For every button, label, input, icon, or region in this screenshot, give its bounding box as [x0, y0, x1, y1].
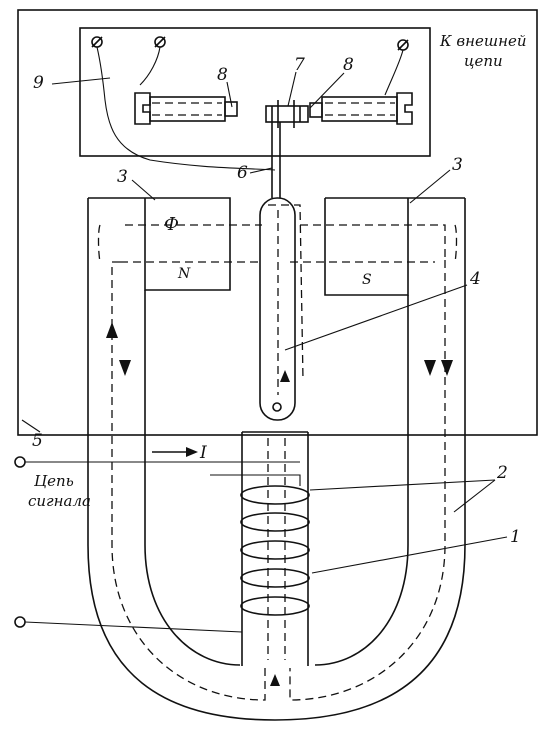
pole-north-label: N: [177, 266, 191, 282]
external-circuit-label-1: К внешней: [439, 32, 527, 50]
contact-screw-left: [134, 92, 238, 125]
signal-circuit-label-1: Цепь: [34, 472, 74, 490]
external-circuit-label-2: цепи: [464, 52, 503, 70]
callout-5: 5: [32, 431, 43, 451]
wire-right: [384, 49, 404, 96]
callout-7: 7: [294, 55, 305, 75]
callout-3-left: 3: [117, 167, 128, 187]
current-label: I: [199, 443, 207, 463]
pole-south-label: S: [362, 272, 372, 288]
flux-arrow-bottom-up: [270, 674, 280, 686]
signal-circuit-label-2: сигнала: [28, 492, 91, 510]
callout-3-right: 3: [452, 155, 463, 175]
contact-screw-right: [309, 92, 413, 125]
flux-path-main: [111, 280, 266, 701]
flux-arrow-center-up: [280, 370, 290, 382]
signal-terminal-bottom: [14, 616, 26, 628]
housing-frame: [17, 9, 538, 436]
moving-contact: [265, 100, 309, 128]
terminal-right: [397, 39, 409, 51]
pole-piece-south: [324, 197, 465, 296]
flux-arrow-left-down: [119, 360, 131, 376]
core-inner: [144, 290, 241, 666]
terminal-left-2: [154, 36, 166, 48]
flux-arrow-right-down: [424, 360, 436, 376]
coil-winding: [210, 474, 310, 616]
callout-8-left: 8: [217, 65, 228, 85]
contact-panel: [79, 27, 431, 157]
wire-left-1: [96, 46, 276, 171]
core-outer: [87, 198, 466, 721]
callout-4: 4: [469, 269, 481, 289]
wire-left-2: [139, 46, 161, 86]
signal-terminal-top: [14, 456, 26, 468]
callout-8-right: 8: [343, 55, 354, 75]
central-core: [241, 431, 309, 666]
flux-arrow-right-down-2: [441, 360, 453, 376]
pole-piece-north: [88, 197, 231, 291]
callout-1: 1: [510, 527, 521, 547]
current-arrow-head: [186, 447, 198, 457]
callout-6: 6: [237, 163, 248, 183]
armature: [259, 197, 304, 421]
flux-arrow-left-up: [106, 322, 118, 338]
terminal-left-1: [91, 36, 103, 48]
signal-wire-bottom: [24, 621, 243, 633]
flux-label: Ф: [164, 214, 179, 235]
callout-2: 2: [496, 463, 508, 483]
callout-9: 9: [33, 73, 44, 93]
